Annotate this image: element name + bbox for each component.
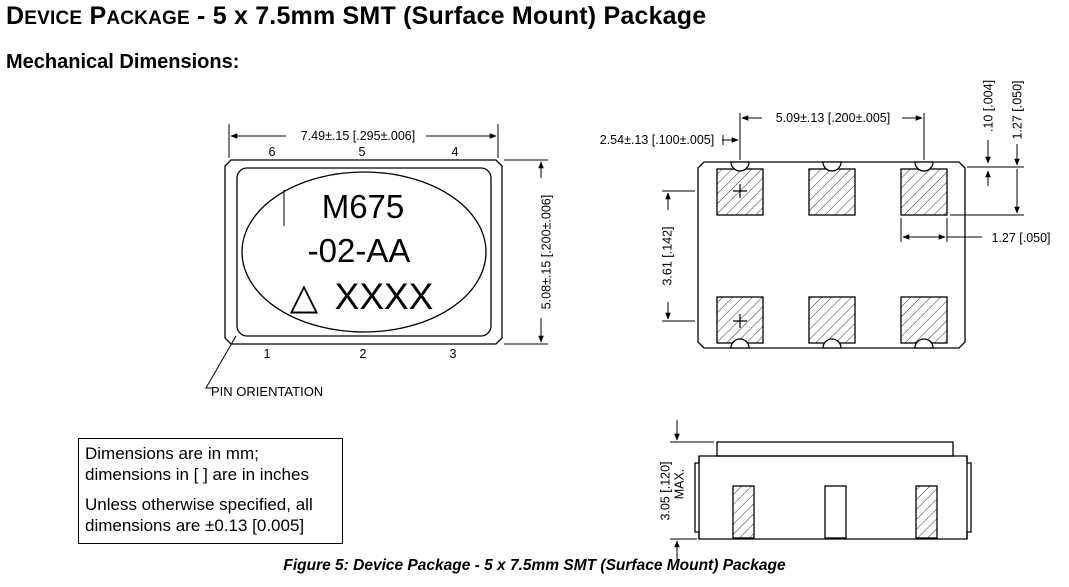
side-terminal [824, 485, 847, 539]
note-line: Unless otherwise specified, all [85, 495, 313, 514]
side-terminal [915, 485, 938, 539]
pin-label-5: 5 [359, 145, 366, 159]
pin-orientation-leader [205, 335, 237, 389]
marking-line3: XXXX [335, 276, 434, 317]
section-subtitle: Mechanical Dimensions: [6, 51, 240, 73]
pin-label-2: 2 [360, 347, 367, 361]
castellation [822, 338, 842, 349]
pad-2 [808, 296, 856, 344]
note-line: Dimensions are in mm; [85, 444, 259, 463]
figure-caption: Figure 5: Device Package - 5 x 7.5mm SMT… [283, 557, 786, 574]
pad-5 [808, 168, 856, 216]
side-lid [716, 441, 954, 457]
triangle-icon: △ [290, 276, 319, 317]
center-cross [733, 184, 747, 198]
dimensions-note: Dimensions are in mm; dimensions in [ ] a… [78, 438, 343, 544]
pad-package-outline [697, 161, 966, 349]
center-cross [733, 314, 747, 328]
pad-3 [900, 296, 948, 344]
top-view-text: 7.49±.15 [.295±.006] 5.08±.15 [.200±.006… [211, 129, 553, 399]
marking-line2: -02-AA [308, 232, 411, 269]
row-spacing-dim-label: 3.61 [.142] [660, 226, 674, 285]
castellation-dim-label: .10 [.004] [981, 80, 995, 132]
castellation [914, 338, 934, 349]
package-outline [224, 159, 503, 345]
note-line: dimensions are ±0.13 [0.005] [85, 516, 305, 535]
side-terminal [732, 485, 755, 539]
side-view-text: 3.05 [.120] MAX. [658, 461, 686, 520]
pad-width-dim-label: 1.27 [.050] [991, 231, 1050, 245]
castellation [914, 161, 934, 172]
castellation [730, 338, 750, 349]
pin-label-3: 3 [450, 347, 457, 361]
pin-orientation-label: PIN ORIENTATION [211, 384, 323, 399]
pad-view-text: 5.09±.13 [.200±.005] 2.54±.13 [.100±.005… [600, 80, 1051, 286]
castellation [730, 161, 750, 172]
pin-label-1: 1 [264, 347, 271, 361]
pad-view [662, 113, 1024, 349]
half-pitch-dim-label: 2.54±.13 [.100±.005] [600, 133, 715, 147]
side-height-dim-label: 3.05 [.120] [658, 461, 672, 520]
note-line: dimensions in [ ] are in inches [85, 465, 309, 484]
package-lid [236, 167, 492, 337]
pad-height-dim-label: 1.27 [.050] [1010, 80, 1024, 139]
page-title: DEVICE PACKAGE - 5 x 7.5mm SMT (Surface … [6, 2, 707, 30]
height-dim-label: 5.08±.15 [.200±.006] [539, 195, 553, 310]
width-dim-label: 7.49±.15 [.295±.006] [301, 129, 416, 143]
pin-label-4: 4 [452, 145, 459, 159]
pitch-dim-label: 5.09±.13 [.200±.005] [776, 111, 891, 125]
marking-line1: M675 [322, 188, 405, 225]
side-max-label: MAX. [672, 469, 686, 500]
top-view [205, 124, 548, 389]
marking-oval [241, 171, 487, 333]
pad-4 [900, 168, 948, 216]
side-view [670, 420, 972, 561]
pin-label-6: 6 [269, 145, 276, 159]
castellation [822, 161, 842, 172]
